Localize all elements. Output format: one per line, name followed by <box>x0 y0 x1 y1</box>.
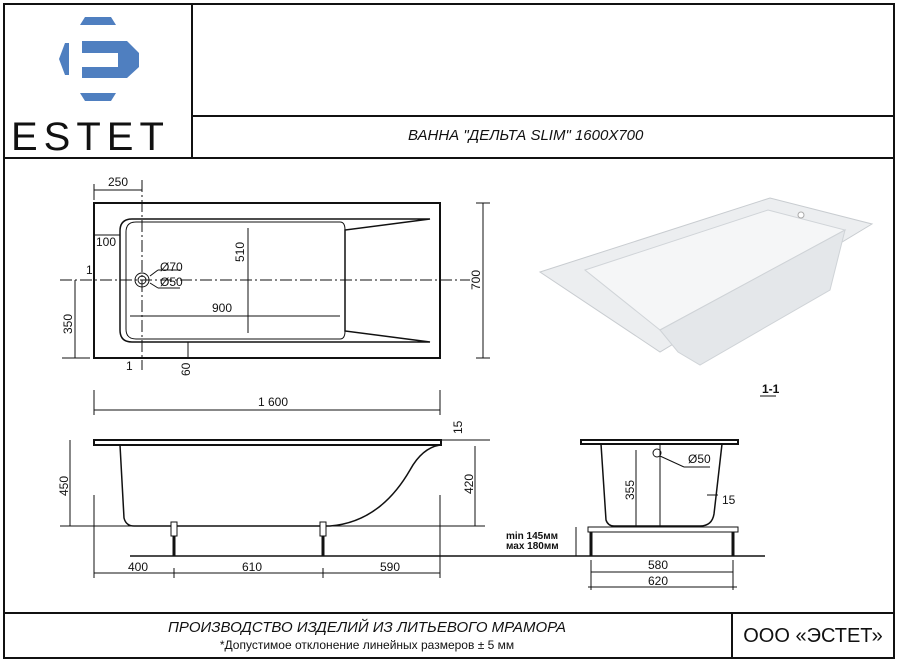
dim-900: 900 <box>212 301 232 315</box>
dim-60: 60 <box>179 362 193 376</box>
title-block-top <box>193 3 895 117</box>
logo-cell: ESTET <box>3 3 193 159</box>
dim-d50: Ø50 <box>160 275 183 289</box>
dim-min: min 145мм <box>506 531 558 542</box>
dim-d70: Ø70 <box>160 260 183 274</box>
drawing-title: ВАННА "ДЕЛЬТА SLIM" 1600X700 <box>408 127 644 144</box>
estet-logo-icon <box>59 17 139 101</box>
footer-production: ПРОИЗВОДСТВО ИЗДЕЛИЙ ИЗ ЛИТЬЕВОГО МРАМОР… <box>167 619 566 636</box>
dim-590: 590 <box>380 560 400 574</box>
drawing-frame <box>3 3 895 659</box>
dim-15-section: 15 <box>722 493 736 507</box>
dim-355: 355 <box>623 480 637 500</box>
footer-tolerance: *Допустимое отклонение линейных размеров… <box>219 638 515 652</box>
title-row: ВАННА "ДЕЛЬТА SLIM" 1600X700 <box>193 117 895 159</box>
dim-420: 420 <box>462 474 476 494</box>
dim-510: 510 <box>233 242 247 262</box>
dim-580: 580 <box>648 558 668 572</box>
dim-620: 620 <box>648 574 668 588</box>
dim-610: 610 <box>242 560 262 574</box>
dim-400: 400 <box>128 560 148 574</box>
dim-max: мах 180мм <box>506 541 559 552</box>
dim-1-bottom: 1 <box>126 359 133 373</box>
dim-700: 700 <box>469 270 483 290</box>
dim-450: 450 <box>57 476 71 496</box>
dim-100: 100 <box>96 235 116 249</box>
section-label: 1-1 <box>762 382 780 396</box>
dim-350: 350 <box>61 314 75 334</box>
dim-d50-section: Ø50 <box>688 452 711 466</box>
dim-250: 250 <box>108 175 128 189</box>
dim-1-top: 1 <box>86 263 93 277</box>
brand-name: ESTET <box>11 115 170 159</box>
company-name: ООО «ЭСТЕТ» <box>743 625 883 647</box>
footer-info: ПРОИЗВОДСТВО ИЗДЕЛИЙ ИЗ ЛИТЬЕВОГО МРАМОР… <box>3 614 733 659</box>
footer: ПРОИЗВОДСТВО ИЗДЕЛИЙ ИЗ ЛИТЬЕВОГО МРАМОР… <box>3 612 895 659</box>
bathtub-render-icon <box>538 197 874 366</box>
dim-1600: 1 600 <box>258 395 288 409</box>
dim-15-side: 15 <box>451 420 465 434</box>
